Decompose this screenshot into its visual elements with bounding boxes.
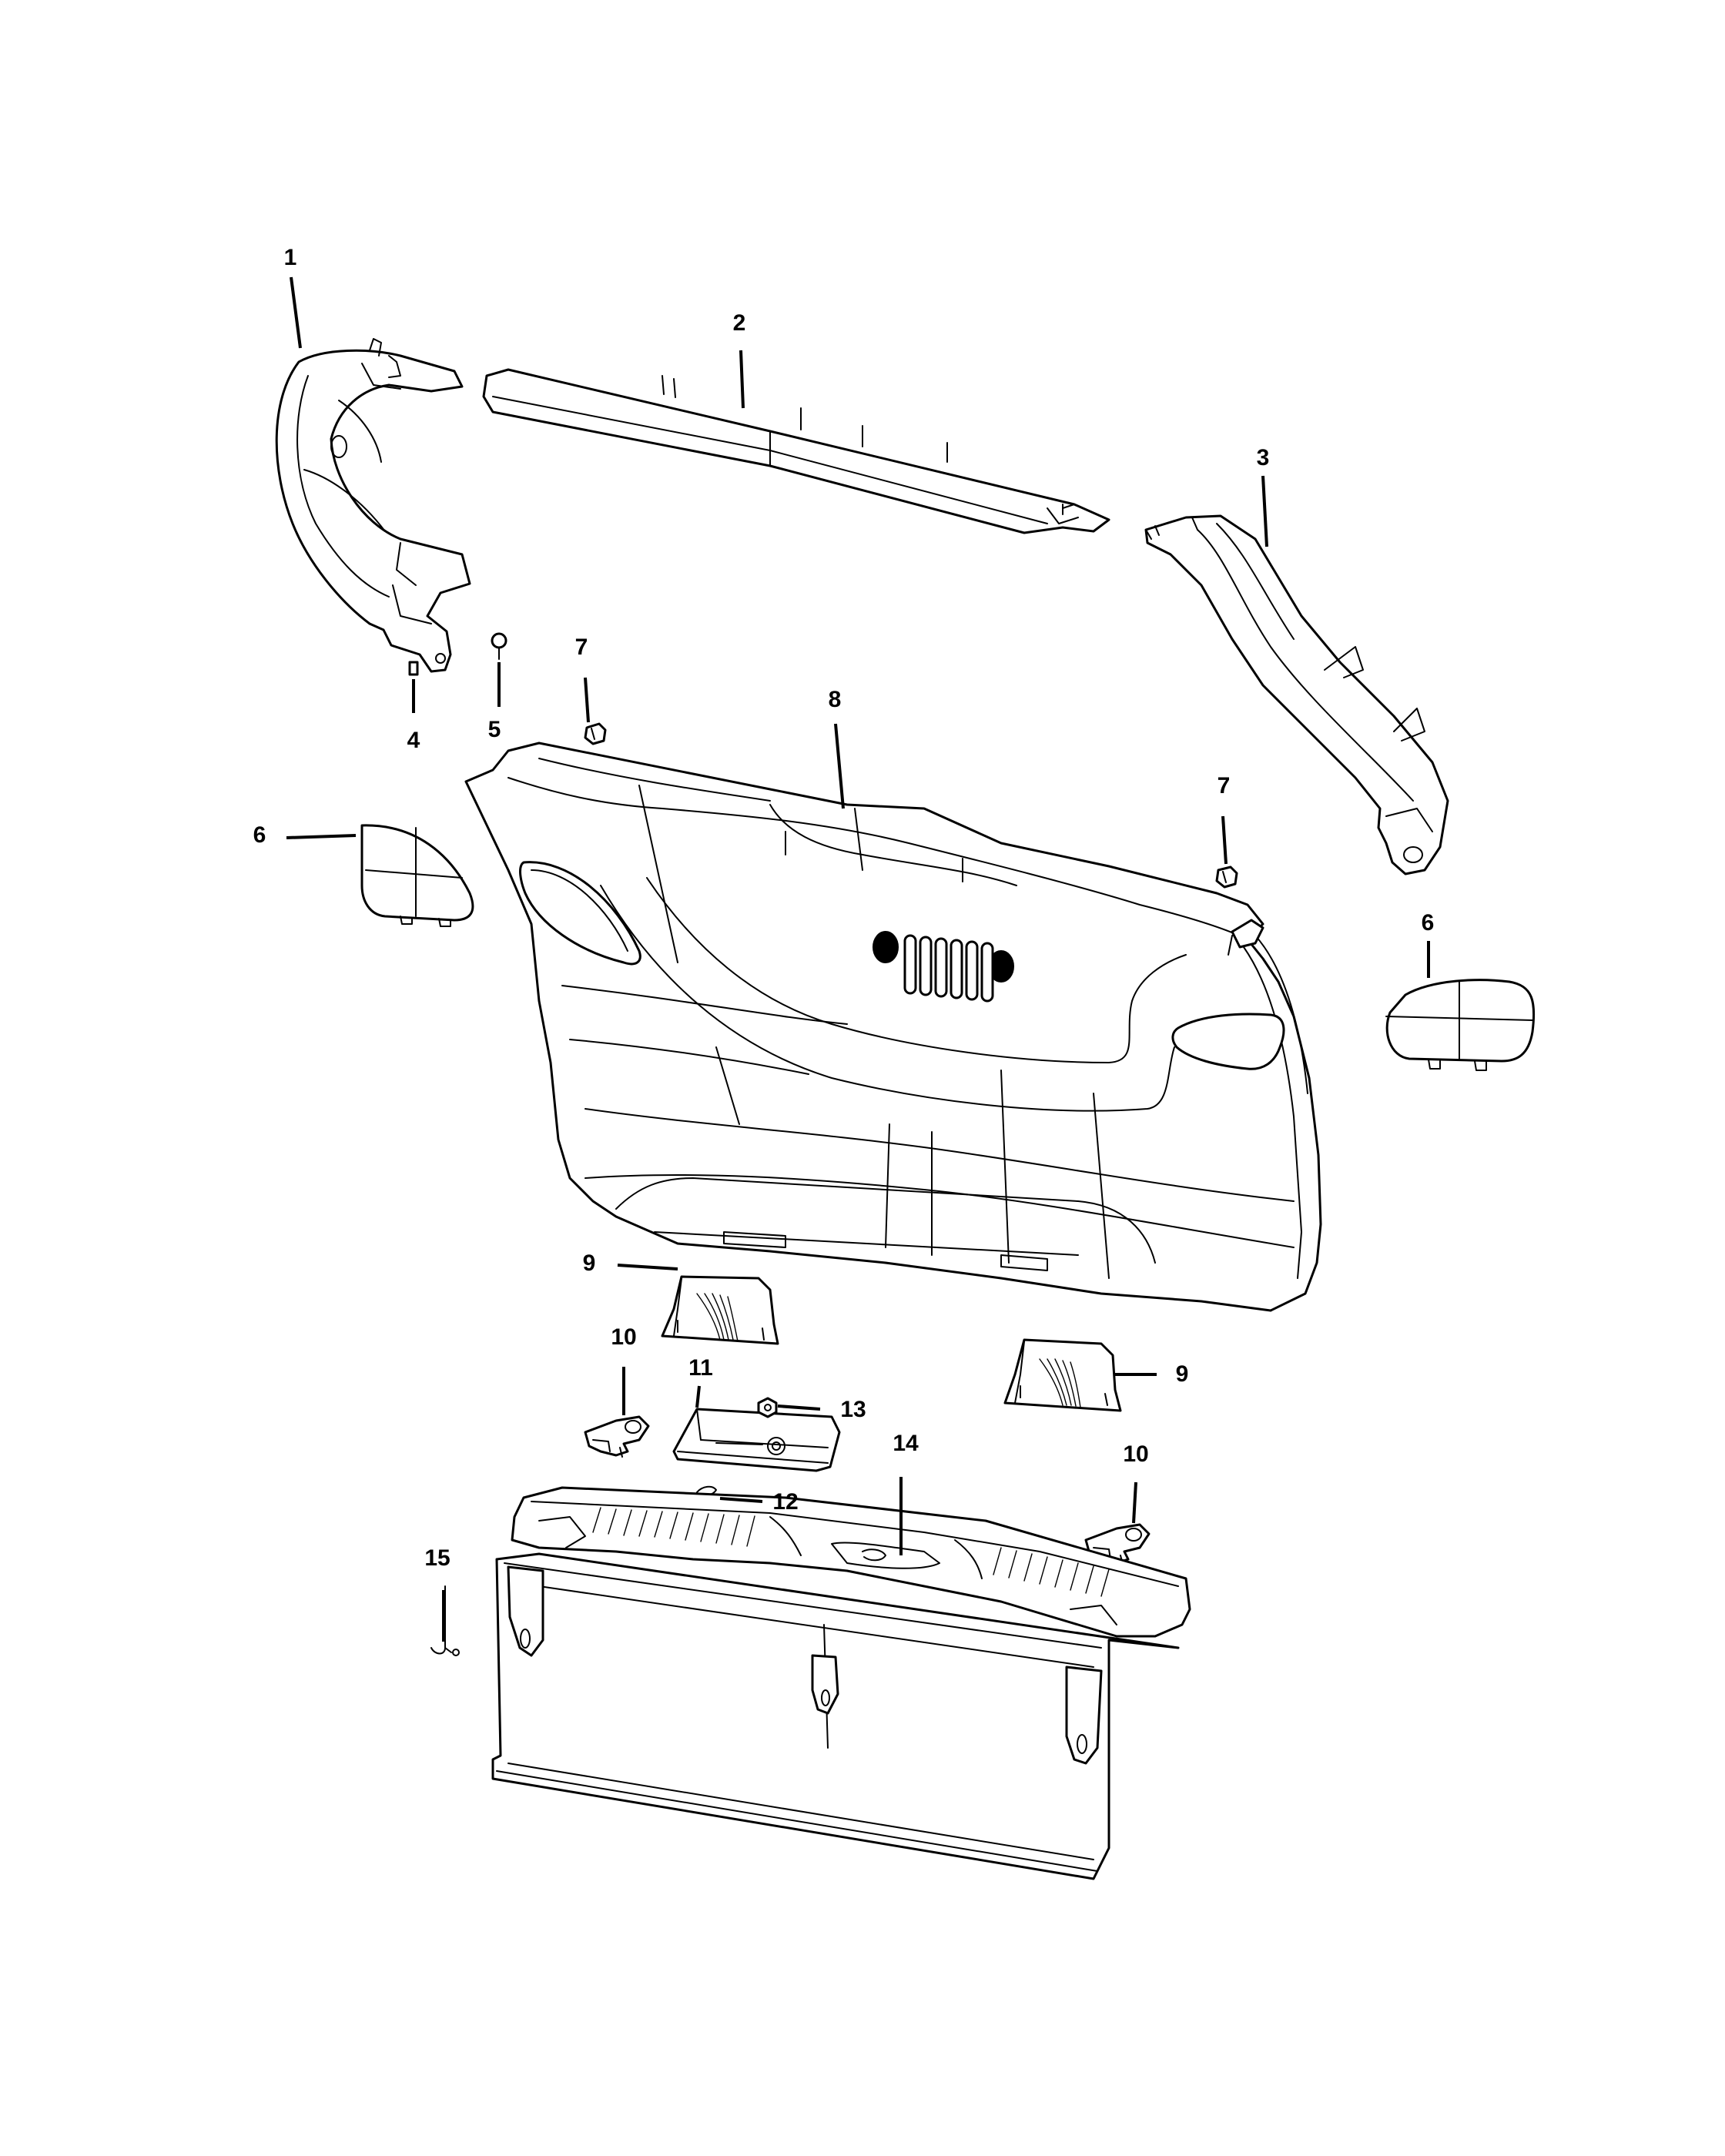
callout-13: 13	[840, 1397, 866, 1422]
part-9-handle-left	[661, 1275, 779, 1345]
callout-10-left: 10	[611, 1324, 636, 1350]
callout-6-right: 6	[1422, 910, 1435, 936]
callout-14: 14	[893, 1431, 919, 1456]
leader-8	[834, 723, 845, 809]
part-8-liftgate-panel	[464, 742, 1322, 1312]
callout-8: 8	[829, 687, 842, 712]
callout-12: 12	[772, 1489, 798, 1515]
callout-3: 3	[1257, 445, 1270, 470]
part-3-right-upper-trim	[1144, 514, 1449, 875]
leader-7a	[584, 677, 590, 723]
callout-labels: 1 2 3 4 5 6 6 7 7 8 9 9 10 10 11 12 13 1…	[253, 245, 1435, 1571]
leader-lines	[286, 276, 1430, 1642]
part-11-handle-bezel	[672, 1408, 841, 1472]
callout-15: 15	[424, 1545, 450, 1571]
part-7-clip-right	[1215, 865, 1238, 889]
callout-1: 1	[284, 245, 297, 270]
leader-1	[290, 276, 302, 349]
callout-7-left: 7	[575, 634, 588, 660]
leader-7b	[1221, 815, 1228, 865]
leader-2	[739, 350, 745, 409]
part-5-push-pin	[491, 632, 507, 660]
callout-9-right: 9	[1176, 1361, 1189, 1387]
callout-11: 11	[688, 1355, 713, 1381]
callout-5: 5	[488, 717, 501, 742]
callout-9-left: 9	[583, 1250, 596, 1276]
callout-7-right: 7	[1218, 773, 1231, 798]
part-9-handle-right	[1003, 1338, 1122, 1412]
leader-10b	[1132, 1481, 1137, 1524]
part-14-scuff-plate	[491, 1486, 1191, 1880]
leader-3	[1261, 475, 1268, 547]
part-6-left-cover	[360, 824, 474, 927]
part-6-right-cover	[1385, 979, 1536, 1071]
leader-6a	[286, 834, 357, 839]
callout-10-right: 10	[1123, 1441, 1148, 1467]
part-15-wire-clip	[430, 1585, 460, 1656]
part-10-clip-left	[584, 1415, 650, 1458]
callout-2: 2	[733, 310, 746, 336]
part-4-clip	[408, 661, 419, 676]
part-13-nut	[757, 1397, 778, 1418]
part-1-left-upper-trim	[275, 338, 471, 673]
leader-13	[777, 1404, 821, 1411]
leader-11	[695, 1385, 701, 1408]
callout-4: 4	[407, 728, 420, 753]
leader-9a	[617, 1264, 678, 1270]
part-7-clip-left	[584, 722, 607, 745]
callout-6-left: 6	[253, 822, 266, 848]
leader-12	[719, 1497, 763, 1503]
part-2-header-trim	[482, 368, 1110, 534]
